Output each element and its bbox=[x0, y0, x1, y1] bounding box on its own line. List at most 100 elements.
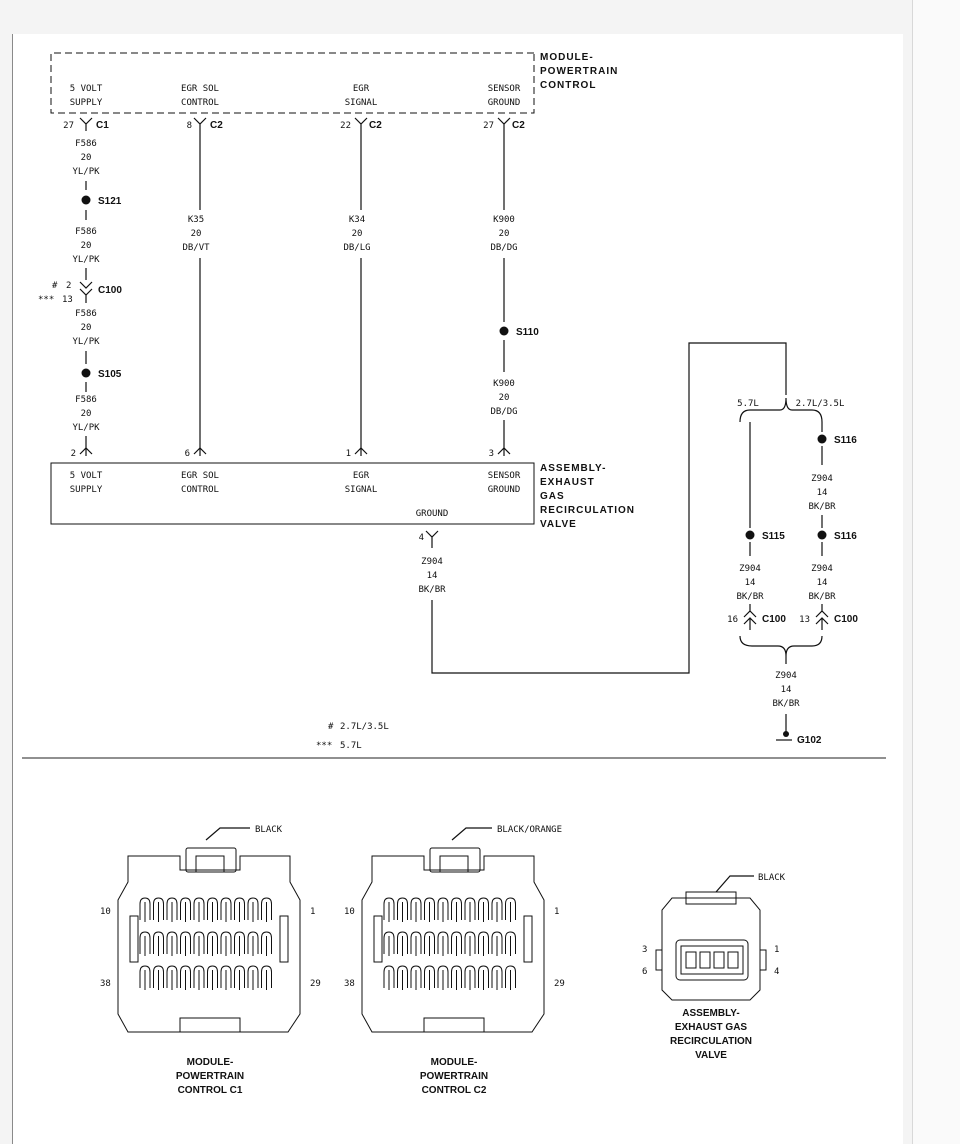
wire-color: BK/BR bbox=[772, 699, 800, 709]
valve-pin-label: EGR SOL bbox=[181, 471, 219, 481]
wire-color: YL/PK bbox=[72, 167, 100, 177]
connector-rib bbox=[759, 949, 767, 971]
connector-latch bbox=[685, 891, 737, 905]
wire-gauge: 20 bbox=[81, 241, 92, 251]
valve-pin-number: 2 bbox=[71, 449, 76, 459]
valve-pin-label: 5 VOLT bbox=[70, 471, 103, 481]
connector-pcm-c1: BLACK 10 1 38 29 MODULE- POWERTRAIN CONT… bbox=[100, 825, 321, 1096]
terminal-cavity bbox=[451, 965, 462, 988]
terminal-cavity bbox=[247, 965, 259, 988]
connector-pin-tl: 10 bbox=[344, 907, 355, 917]
c100-pin-57: 16 bbox=[727, 615, 738, 625]
terminal-cavity bbox=[166, 931, 178, 954]
terminal-cavity bbox=[464, 897, 476, 920]
splice-dot bbox=[745, 530, 755, 540]
terminal-cavity bbox=[153, 931, 164, 954]
terminal-cavity bbox=[193, 897, 205, 920]
terminal-cavity bbox=[437, 931, 449, 954]
wire-color: BK/BR bbox=[808, 592, 836, 602]
connector-rib bbox=[129, 915, 139, 963]
valve-pin-label: GROUND bbox=[488, 485, 521, 495]
connector-cavity-inner bbox=[680, 945, 744, 975]
wire-f586: F586 20 YL/PK S121 F586 20 YL/PK # 2 ***… bbox=[38, 139, 122, 456]
connector-shell bbox=[361, 855, 545, 1033]
wire-color: BK/BR bbox=[808, 502, 836, 512]
connector-name-line: CONTROL C2 bbox=[422, 1085, 487, 1096]
connector-name-line: ASSEMBLY- bbox=[682, 1008, 739, 1019]
valve-pin-number: 3 bbox=[489, 449, 494, 459]
splice-dot bbox=[817, 530, 827, 540]
connector-pin-tr: 1 bbox=[554, 907, 559, 917]
connector-egr-valve: BLACK 3 1 6 4 ASSEMBLY- EXHAUST GAS RECI… bbox=[642, 873, 786, 1061]
wire-gauge: 14 bbox=[817, 488, 828, 498]
connector-pin-bl: 38 bbox=[344, 979, 355, 989]
wire-circuit: Z904 bbox=[775, 671, 797, 681]
c100-label: C100 bbox=[762, 614, 786, 625]
valve-pin-number: 1 bbox=[346, 449, 351, 459]
ground-branches: 5.7L 2.7L/3.5L S115 Z904 14 BK/BR 16 C10… bbox=[727, 397, 858, 746]
terminal-symbol bbox=[79, 117, 93, 131]
terminal-cavity bbox=[685, 951, 697, 969]
pcm-pin-label: SUPPLY bbox=[70, 98, 103, 108]
terminal-cavity bbox=[234, 931, 245, 954]
connector-cavity-frame bbox=[675, 939, 749, 981]
wire-circuit: Z904 bbox=[421, 557, 443, 567]
terminal-symbol bbox=[497, 117, 511, 131]
terminal-cavity bbox=[207, 965, 218, 988]
terminal-cavity bbox=[424, 965, 435, 988]
terminal-cavity bbox=[397, 965, 408, 988]
connector-rib bbox=[523, 915, 533, 963]
connector-pin-bl: 38 bbox=[100, 979, 111, 989]
terminal-cavity bbox=[207, 931, 218, 954]
wire-gauge: 20 bbox=[81, 323, 92, 333]
splice-dot bbox=[817, 434, 827, 444]
connector-latch-inner bbox=[439, 855, 469, 873]
terminal-cavity bbox=[234, 965, 245, 988]
pcm-name-line-2: POWERTRAIN bbox=[540, 66, 618, 77]
splice-s116: S116 bbox=[834, 435, 857, 446]
connector-rib bbox=[655, 949, 663, 971]
valve-pin-label: EGR bbox=[353, 471, 370, 481]
splice-dot bbox=[499, 326, 509, 336]
connector-color: BLACK bbox=[255, 825, 283, 835]
terminal-cavity bbox=[220, 931, 232, 954]
connector-pin-tl: 10 bbox=[100, 907, 111, 917]
wire-gauge: 14 bbox=[817, 578, 828, 588]
legend-mark: *** bbox=[316, 741, 332, 751]
wire-circuit: F586 bbox=[75, 309, 97, 319]
connector-latch-inner bbox=[195, 855, 225, 873]
connector-name-line: CONTROL C1 bbox=[178, 1085, 243, 1096]
valve-name-line-1: ASSEMBLY- bbox=[540, 463, 606, 474]
terminal-cavity bbox=[727, 951, 739, 969]
valve-name-line-2: EXHAUST bbox=[540, 477, 595, 488]
terminal-cavity bbox=[424, 931, 435, 954]
c100-label: C100 bbox=[834, 614, 858, 625]
c100-star-mark: *** bbox=[38, 295, 54, 305]
connector-name-line: MODULE- bbox=[187, 1057, 234, 1068]
terminal-cavity bbox=[261, 897, 272, 920]
terminal-cavity bbox=[193, 931, 205, 954]
wire-gauge: 20 bbox=[191, 229, 202, 239]
wire-color: DB/DG bbox=[490, 407, 517, 417]
wire-color: YL/PK bbox=[72, 423, 100, 433]
diagram-sheet bbox=[12, 34, 903, 1144]
option-27: 2.7L/3.5L bbox=[796, 399, 845, 409]
valve-pin-label: SENSOR bbox=[488, 471, 521, 481]
pcm-pin-label: GROUND bbox=[488, 98, 521, 108]
wire-gauge: 20 bbox=[81, 153, 92, 163]
wire-gauge: 20 bbox=[352, 229, 363, 239]
scroll-gutter bbox=[912, 0, 960, 1144]
wire-k34: K34 20 DB/LG bbox=[343, 131, 371, 456]
terminal-cavity bbox=[220, 897, 232, 920]
connector-latch bbox=[429, 847, 481, 873]
pin-grid bbox=[383, 897, 516, 990]
connector-name-line: RECIRCULATION bbox=[670, 1036, 752, 1047]
pin-grid bbox=[139, 897, 272, 990]
terminal-cavity bbox=[464, 965, 476, 988]
c100-inline-connector bbox=[743, 604, 757, 630]
terminal-cavity bbox=[180, 897, 191, 920]
pcm-pin-label: 5 VOLT bbox=[70, 84, 103, 94]
connector-pin-br: 29 bbox=[310, 979, 321, 989]
c100-hash-pin: 2 bbox=[66, 281, 71, 291]
valve-ground-pin: 4 bbox=[419, 533, 424, 543]
